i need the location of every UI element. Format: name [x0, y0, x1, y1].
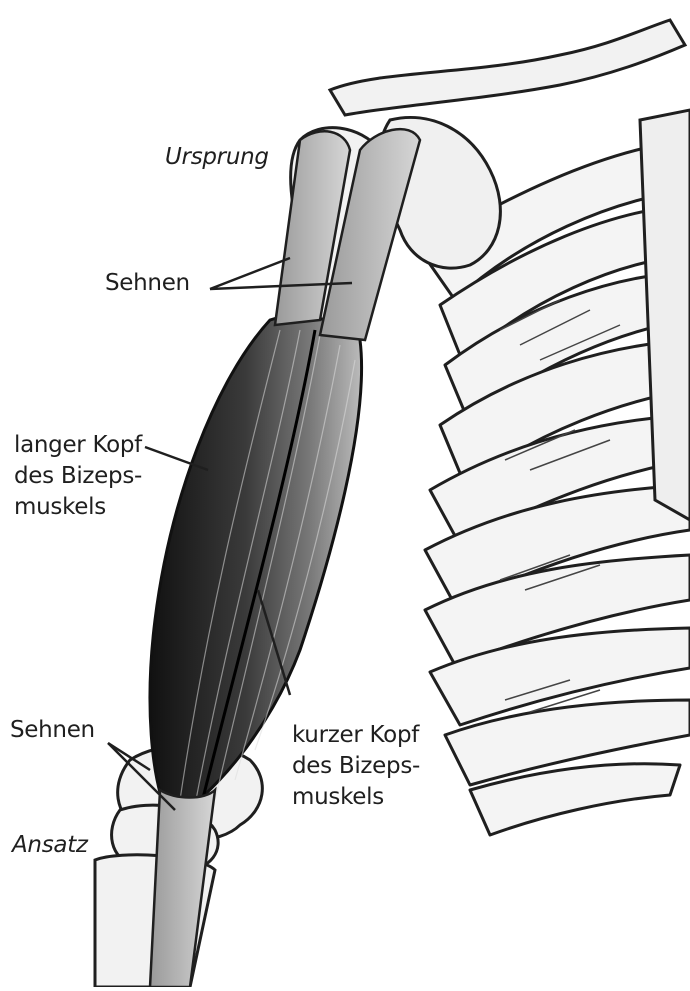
label-long-head: langer Kopf des Bizeps- muskels: [14, 430, 142, 523]
label-tendons-bottom: Sehnen: [10, 715, 95, 746]
upper-tendons: [275, 129, 420, 340]
label-tendons-top: Sehnen: [105, 268, 190, 299]
label-short-head: kurzer Kopf des Bizeps- muskels: [292, 720, 420, 813]
label-origin: Ursprung: [165, 142, 269, 173]
clavicle-bone: [330, 20, 685, 115]
label-insertion: Ansatz: [12, 830, 88, 861]
